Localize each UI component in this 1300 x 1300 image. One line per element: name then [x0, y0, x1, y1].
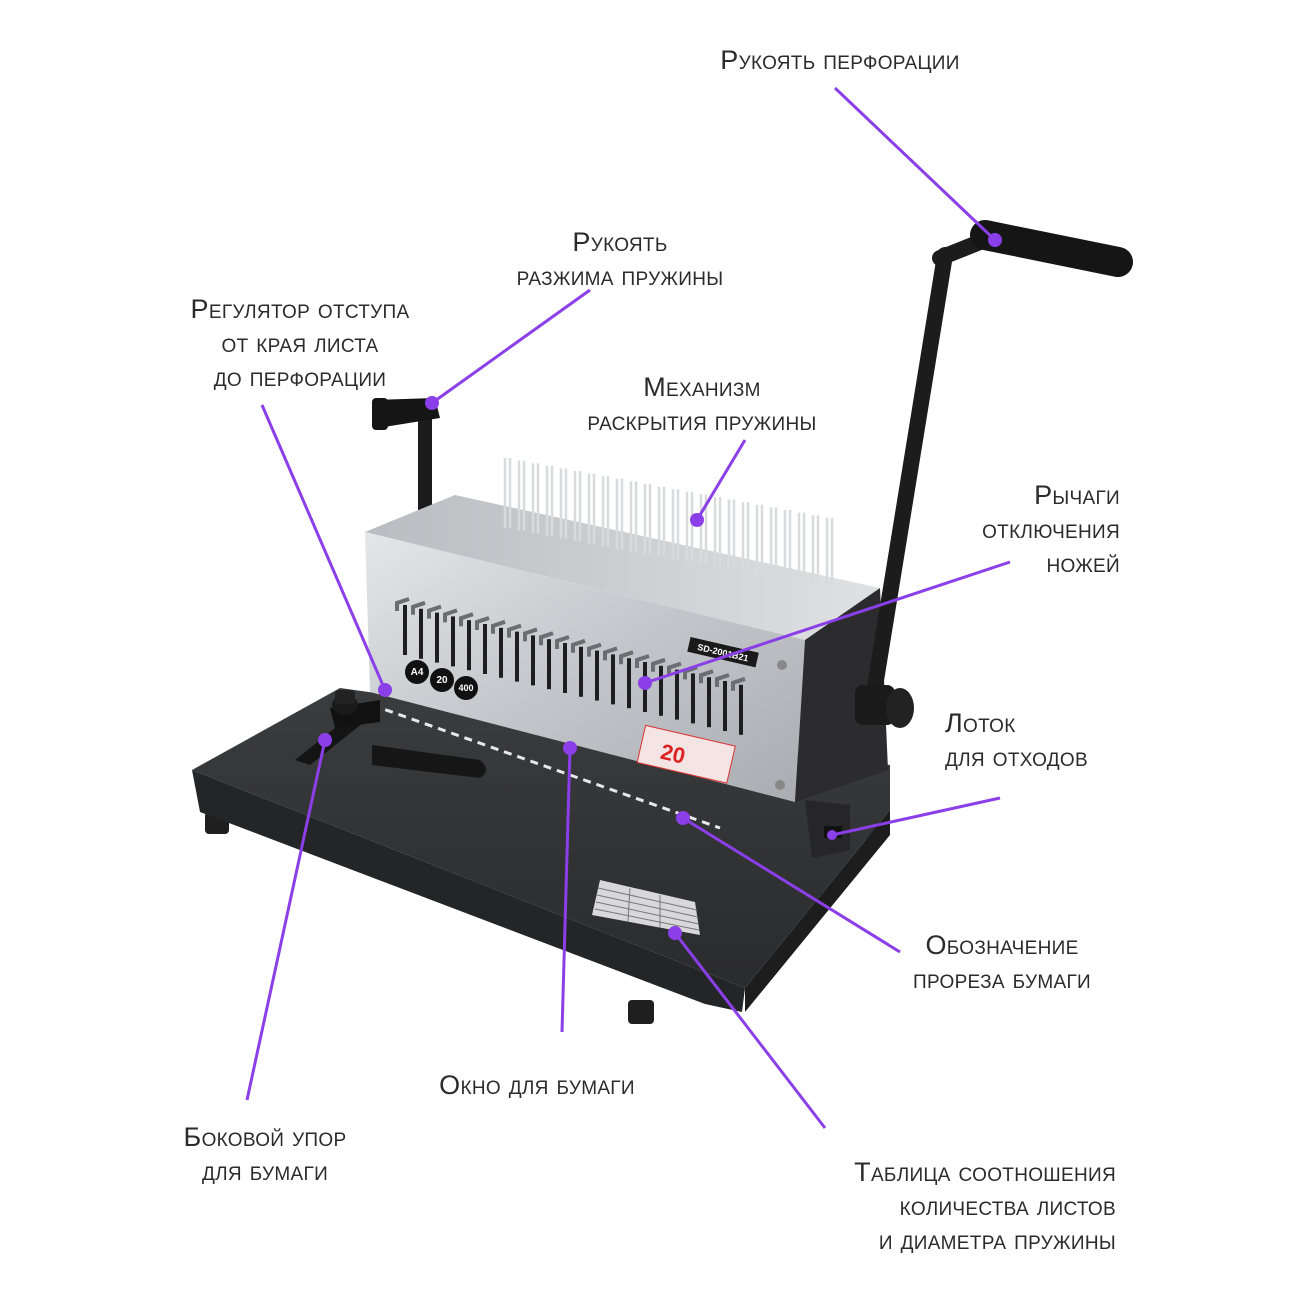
label-punch-handle: Рукоять перфорации [720, 45, 960, 75]
leader-waste-tray [831, 796, 1001, 837]
leader-paper-slot-mark [682, 816, 901, 954]
comb-finger [531, 463, 540, 534]
badge-sheets: 20 [436, 675, 448, 686]
label-spring-mechanism: Механизм раскрытия пружины [587, 372, 817, 436]
knife-lever [555, 635, 570, 649]
comb-finger [559, 468, 568, 539]
leader-spring-mechanism [695, 439, 747, 521]
label-ratio-table: Таблица соотношения количества листов и … [854, 1157, 1116, 1255]
badge-capacity: 400 [458, 683, 473, 693]
knife-lever [539, 631, 554, 646]
side-stop [295, 690, 380, 765]
binding-housing [365, 495, 888, 802]
comb-finger [769, 507, 778, 578]
comb-finger [755, 504, 764, 575]
knife-lever [459, 612, 474, 627]
knife-lever [619, 650, 634, 665]
punch-handle [855, 220, 1133, 728]
knife-lever [635, 654, 650, 668]
comb-finger [811, 515, 820, 586]
label-spring-handle: Рукоять разжима пружины [516, 227, 724, 291]
comb-finger [685, 491, 694, 562]
label-paper-window: Окно для бумаги [439, 1070, 635, 1100]
comb-finger [713, 497, 722, 567]
comb-finger [517, 460, 526, 531]
leader-punch-handle [833, 86, 997, 242]
knife-lever [443, 608, 458, 623]
label-waste-tray: Лоток для отходов [945, 708, 1088, 772]
knife-lever [523, 627, 538, 642]
paper-slot-mark [371, 703, 721, 830]
comb-finger [657, 486, 666, 557]
comb-finger [727, 499, 736, 570]
leader-paper-window [560, 747, 572, 1033]
leader-knife-levers [644, 560, 1011, 685]
knife-lever [667, 661, 682, 676]
label-margin-adjuster: Регулятор отступа от края листа до перфо… [190, 294, 410, 392]
comb-finger [503, 458, 512, 528]
svg-text:20: 20 [658, 739, 687, 769]
caution-label: 20 [636, 724, 736, 784]
label-paper-slot-mark: Обозначение прореза бумаги [912, 930, 1092, 994]
comb-finger [629, 481, 638, 552]
leader-lines [245, 86, 1011, 1129]
leader-ratio-table [673, 932, 827, 1129]
spring-opening-fingers [503, 458, 834, 588]
comb-finger [643, 484, 652, 554]
knife-lever [395, 597, 410, 611]
comb-finger [825, 517, 834, 588]
comb-finger [741, 502, 750, 573]
knife-lever [699, 669, 714, 684]
label-knife-levers: Рычаги отключения ножей [982, 480, 1120, 578]
leader-spring-handle [431, 288, 591, 405]
knife-lever [507, 623, 522, 638]
knife-lever [411, 600, 426, 615]
spring-opener-handle [372, 398, 440, 540]
knife-lever [427, 604, 442, 619]
comb-finger [615, 478, 624, 549]
comb-finger [587, 473, 596, 544]
knife-lever [491, 619, 506, 634]
leader-side-stop [245, 739, 327, 1101]
knife-lever [587, 642, 602, 657]
label-side-stop: Боковой упор для бумаги [183, 1122, 347, 1186]
comb-finger [671, 489, 680, 560]
comb-finger [797, 512, 806, 583]
leader-margin-adjuster [260, 404, 387, 691]
knife-lever [603, 646, 618, 661]
spec-badges: A4 20 400 [405, 660, 478, 700]
paper-window-slot [372, 745, 486, 778]
comb-finger [601, 476, 610, 547]
knife-lever [731, 676, 746, 691]
comb-finger [783, 510, 792, 580]
ratio-table-sticker [592, 880, 700, 935]
comb-finger [545, 465, 554, 536]
badge-a4: A4 [411, 667, 424, 678]
punch-knife-levers [395, 597, 746, 735]
knife-lever [715, 673, 730, 687]
knife-lever [571, 638, 586, 653]
knife-lever [475, 616, 490, 630]
comb-finger [573, 471, 582, 541]
knife-lever [683, 665, 698, 680]
knife-lever [651, 657, 666, 672]
